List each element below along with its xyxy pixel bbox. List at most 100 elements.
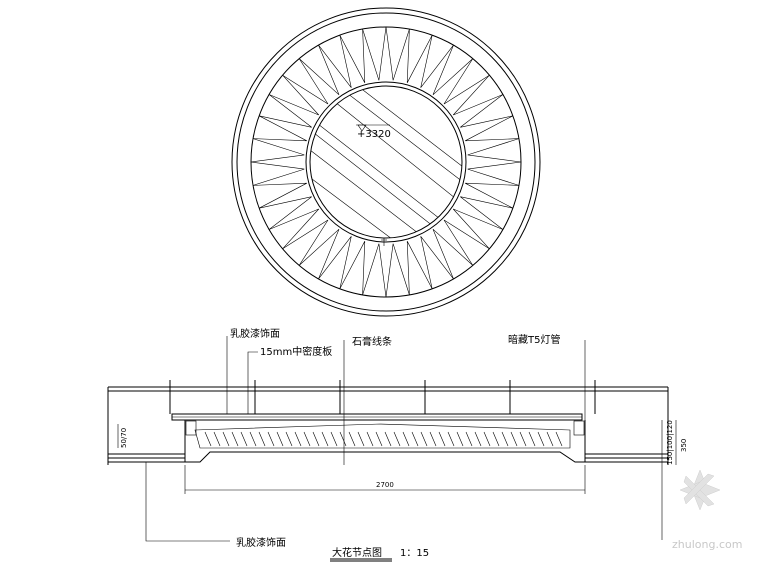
petal [282, 58, 329, 105]
hatch-stroke [546, 431, 554, 447]
petal [385, 243, 410, 298]
petal [259, 94, 312, 128]
dim-right-total-text: 350 [680, 439, 688, 452]
petal [259, 196, 312, 230]
hatch-stroke [528, 431, 536, 447]
hatch-stroke [294, 431, 302, 447]
hatch-stroke [474, 431, 482, 447]
gypsum-hatch [204, 431, 563, 447]
petal [465, 182, 519, 209]
hatch-stroke [357, 431, 365, 447]
hatch-stroke [330, 431, 338, 447]
petal [443, 58, 490, 105]
petal [465, 115, 519, 142]
title-block: 大花节点图 1：15 [330, 546, 429, 562]
hatch-stroke [555, 431, 563, 447]
hatch-stroke [222, 431, 230, 447]
petal [406, 241, 433, 295]
leader-latex-bottom [145, 462, 230, 542]
hatch-stroke [465, 431, 473, 447]
hatch-stroke [438, 431, 446, 447]
petal [362, 243, 387, 298]
hatch-stroke [393, 431, 401, 447]
hatch-stroke [510, 431, 518, 447]
watermark: zhulong.com [672, 469, 742, 551]
petal [420, 236, 454, 289]
hatch-stroke [411, 431, 419, 447]
petal [467, 161, 522, 186]
hatch-stroke [285, 431, 293, 447]
hatch-stroke [402, 431, 410, 447]
dim-right [661, 420, 677, 540]
elevation-marker [356, 124, 390, 132]
hatch-stroke [456, 431, 464, 447]
petal [385, 26, 410, 81]
petal [443, 219, 490, 266]
drawing-title: 大花节点图 [332, 546, 382, 559]
hatch-stroke [267, 431, 275, 447]
dim-left-text: 50/70 [120, 428, 128, 448]
hatch-stroke [447, 431, 455, 447]
petal [339, 241, 366, 295]
plan-center-disc [309, 85, 463, 239]
hatch-stroke [537, 431, 545, 447]
hatch-stroke [312, 431, 320, 447]
petal [268, 74, 320, 116]
petal [298, 44, 340, 96]
petal [318, 35, 352, 88]
hatch-stroke [303, 431, 311, 447]
hatch-stroke [366, 431, 374, 447]
plan-outer-ring-inner [236, 12, 536, 312]
hatch-stroke [420, 431, 428, 447]
label-t5-light: 暗藏T5灯管 [508, 333, 560, 346]
watermark-text: zhulong.com [672, 538, 742, 551]
hatch-stroke [231, 431, 239, 447]
hatch-stroke [213, 431, 221, 447]
center-mark-icon [381, 238, 387, 246]
petal [318, 236, 352, 289]
petal [250, 161, 305, 186]
petal [452, 74, 504, 116]
petal [406, 29, 433, 83]
hatch-stroke [384, 431, 392, 447]
petal [339, 29, 366, 83]
petal [420, 35, 454, 88]
hatch-stroke [321, 431, 329, 447]
coffer-profile [185, 451, 585, 463]
drawing-scale: 1：15 [400, 548, 429, 559]
dim-width [184, 465, 586, 494]
petal [460, 94, 513, 128]
hatch-stroke [339, 431, 347, 447]
plan-outer-ring [231, 7, 541, 317]
leader-mdf [247, 351, 258, 414]
plan-view: +3320 [231, 7, 541, 317]
hatch-stroke [276, 431, 284, 447]
dim-right-stack-text: 150|100|120 [666, 420, 674, 465]
plan-center-ring [305, 81, 467, 243]
hatch-stroke [519, 431, 527, 447]
label-gypsum-molding: 石膏线条 [352, 335, 392, 348]
plan-spokes [250, 26, 522, 298]
dim-width-text: 2700 [376, 481, 394, 489]
petal [282, 219, 329, 266]
label-latex-paint-bottom: 乳胶漆饰面 [236, 536, 286, 549]
hatch-stroke [204, 431, 212, 447]
petal [452, 208, 504, 250]
hanger-rods [169, 380, 596, 414]
hatch-stroke [429, 431, 437, 447]
petal [432, 228, 474, 280]
plan-center-hatch [310, 86, 462, 238]
petal [432, 44, 474, 96]
hatch-stroke [240, 431, 248, 447]
petal [460, 196, 513, 230]
petal [253, 115, 307, 142]
hatch-stroke [375, 431, 383, 447]
hatch-stroke [249, 431, 257, 447]
hatch-stroke [483, 431, 491, 447]
label-mdf-board: 15mm中密度板 [260, 345, 332, 358]
petal [250, 138, 305, 163]
hatch-stroke [348, 431, 356, 447]
hatch-stroke [492, 431, 500, 447]
elevation-text: +3320 [357, 129, 391, 140]
petal [253, 182, 307, 209]
